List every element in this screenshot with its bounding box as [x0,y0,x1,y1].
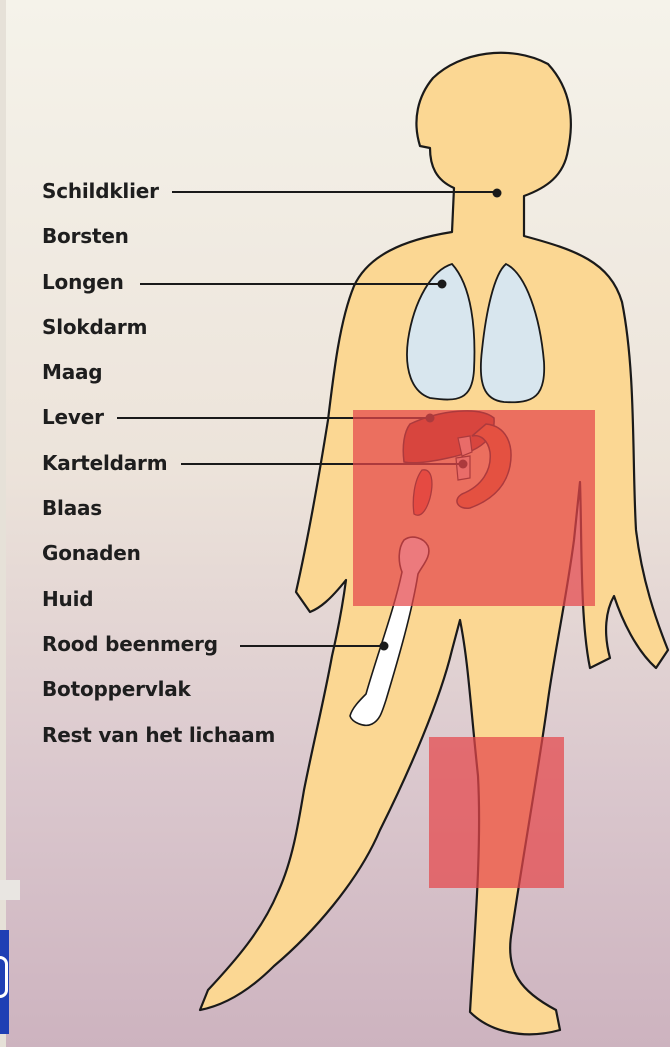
label-borsten: Borsten [42,219,275,264]
label-longen: Longen [42,265,275,310]
label-gonaden: Gonaden [42,536,275,581]
marker-rood-beenmerg [380,642,389,651]
label-rood-beenmerg: Rood beenmerg [42,627,275,672]
organ-label-list: Schildklier Borsten Longen Slokdarm Maag… [42,174,275,763]
label-karteldarm: Karteldarm [42,446,275,491]
label-schildklier: Schildklier [42,174,275,219]
label-slokdarm: Slokdarm [42,310,275,355]
label-maag: Maag [42,355,275,400]
highlight-abdomen [353,410,595,606]
label-lever: Lever [42,400,275,445]
label-blaas: Blaas [42,491,275,536]
label-huid: Huid [42,582,275,627]
label-rest-van-het-lichaam: Rest van het lichaam [42,718,275,763]
marker-longen [438,280,447,289]
marker-schildklier [493,189,502,198]
label-botoppervlak: Botoppervlak [42,672,275,717]
highlight-thigh [429,737,564,888]
